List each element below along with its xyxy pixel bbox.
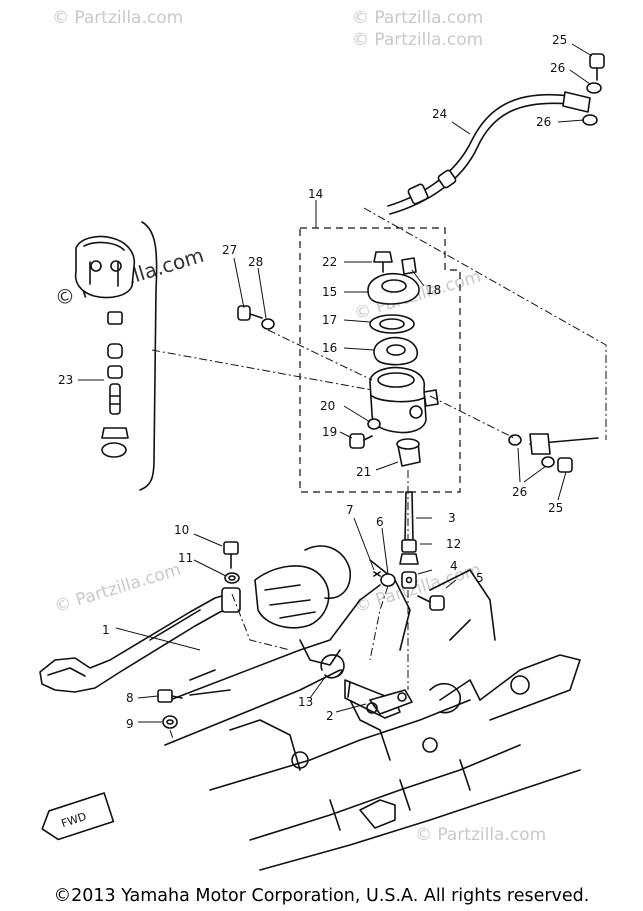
bolt-22 <box>373 251 393 273</box>
callout-26-top: 26 <box>550 61 565 75</box>
callout-9: 9 <box>126 717 134 731</box>
inset-bracket <box>139 221 158 491</box>
callout-25-bottom: 25 <box>548 501 563 515</box>
hose-lower-union <box>508 433 599 473</box>
washer-28 <box>261 318 275 330</box>
callout-17: 17 <box>322 313 337 327</box>
brake-shaft <box>344 679 413 719</box>
callout-24: 24 <box>432 107 447 121</box>
nut-9 <box>162 715 178 729</box>
callout-13: 13 <box>298 695 313 709</box>
callout-25-top: 25 <box>552 33 567 47</box>
copyright-notice: ©2013 Yamaha Motor Corporation, U.S.A. A… <box>53 885 590 906</box>
callout-28: 28 <box>248 255 263 269</box>
callout-19: 19 <box>322 425 337 439</box>
clevis-4 <box>401 571 417 589</box>
callout-23: 23 <box>58 373 73 387</box>
callout-27: 27 <box>222 243 237 257</box>
assembly-box-14 <box>299 227 461 493</box>
bolt-5 <box>417 595 445 611</box>
nut-12 <box>399 553 419 565</box>
callout-21: 21 <box>356 465 371 479</box>
master-cylinder <box>369 366 439 434</box>
parts-diagram: © Partzilla.com © Partzilla.com © Partzi… <box>39 8 607 871</box>
watermark: © Partzilla.com <box>52 8 184 28</box>
washer-26-top <box>582 82 602 126</box>
callout-8: 8 <box>126 691 134 705</box>
fwd-arrow: FWD <box>41 792 115 841</box>
watermark: © Partzilla.com <box>352 30 484 50</box>
pin-6 <box>380 573 396 587</box>
callout-4: 4 <box>450 559 458 573</box>
callout-26-mid: 26 <box>536 115 551 129</box>
callout-7: 7 <box>346 503 354 517</box>
callout-labels: 1 2 3 4 5 6 7 8 9 10 11 12 13 14 15 16 1… <box>58 33 567 731</box>
callout-11: 11 <box>178 551 193 565</box>
plate-16 <box>373 336 418 366</box>
boot-21 <box>396 438 421 467</box>
push-rod-3 <box>401 491 417 553</box>
callout-14: 14 <box>308 187 323 201</box>
callout-10: 10 <box>174 523 189 537</box>
diaphragm-17 <box>369 314 415 334</box>
callout-18: 18 <box>426 283 441 297</box>
callout-3: 3 <box>448 511 456 525</box>
washer-20 <box>367 418 381 430</box>
connection-lines <box>151 207 607 746</box>
callout-12: 12 <box>446 537 461 551</box>
screw-18 <box>401 257 417 275</box>
callout-2: 2 <box>326 709 334 723</box>
callout-15: 15 <box>322 285 337 299</box>
callout-1: 1 <box>102 623 110 637</box>
callout-20: 20 <box>320 399 335 413</box>
callout-22: 22 <box>322 255 337 269</box>
cap-15 <box>367 272 420 305</box>
callout-5: 5 <box>476 571 484 585</box>
callout-16: 16 <box>322 341 337 355</box>
callout-6: 6 <box>376 515 384 529</box>
callout-26-bottom: 26 <box>512 485 527 499</box>
watermark: © Partzilla.com <box>352 8 484 28</box>
brake-pedal <box>39 587 241 693</box>
brake-hose-24 <box>387 91 591 215</box>
cotter-pin-7 <box>373 571 381 577</box>
diagram-drawing: FWD 1 2 3 4 5 6 7 8 9 10 11 12 13 14 15 … <box>39 33 607 871</box>
bolt-19 <box>349 433 373 449</box>
bolt-10 <box>223 541 239 569</box>
reservoir-23 <box>74 235 136 458</box>
leader-lines <box>78 43 593 723</box>
washer-11 <box>224 572 240 584</box>
watermark: © Partzilla.com <box>415 825 547 845</box>
spring-13 <box>320 654 345 679</box>
bolt-27 <box>237 305 263 321</box>
bolt-25-top <box>589 53 605 81</box>
frame-outline <box>164 545 581 871</box>
